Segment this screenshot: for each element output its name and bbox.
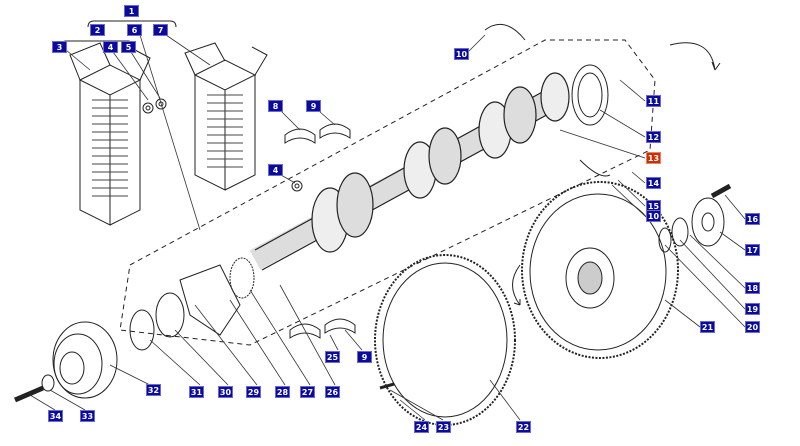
- crankshaft: [249, 72, 570, 271]
- oil-slinger: [179, 264, 241, 336]
- callout-29[interactable]: 29: [246, 386, 261, 398]
- callout-10b[interactable]: 10: [646, 210, 661, 222]
- callout-34[interactable]: 34: [48, 410, 63, 422]
- group-bracket: [87, 20, 177, 28]
- timing-gear: [229, 257, 255, 299]
- thrust-washer: [484, 23, 526, 41]
- front-cover-seal: [155, 292, 185, 338]
- assembly-arrow: [512, 264, 521, 306]
- callout-22[interactable]: 22: [516, 421, 531, 433]
- callout-28[interactable]: 28: [275, 386, 290, 398]
- callout-33[interactable]: 33: [80, 410, 95, 422]
- thrust-half: [579, 159, 611, 177]
- callout-7[interactable]: 7: [153, 24, 168, 36]
- spacer: [129, 309, 155, 351]
- callout-9[interactable]: 9: [306, 100, 321, 112]
- ring-gear-bolt: [379, 382, 395, 390]
- rotation-arrow: [669, 42, 721, 71]
- callout-13[interactable]: 13: [646, 152, 661, 164]
- seal-ring: [571, 64, 609, 126]
- seal-ring-inner: [577, 72, 603, 118]
- callout-1[interactable]: 1: [124, 5, 139, 17]
- flywheel: [521, 181, 679, 359]
- pulley-bolt: [14, 385, 44, 403]
- nuts: [142, 98, 303, 192]
- crankshaft-outline: [119, 39, 656, 346]
- callout-18[interactable]: 18: [745, 282, 760, 294]
- washer: [41, 374, 55, 392]
- callout-12[interactable]: 12: [646, 131, 661, 143]
- callout-6[interactable]: 6: [127, 24, 142, 36]
- callout-25[interactable]: 25: [325, 351, 340, 363]
- callout-4[interactable]: 4: [103, 41, 118, 53]
- callout-19[interactable]: 19: [745, 303, 760, 315]
- bearing-shells: [284, 123, 356, 339]
- callout-24[interactable]: 24: [414, 421, 429, 433]
- callout-27[interactable]: 27: [300, 386, 315, 398]
- callout-10[interactable]: 10: [454, 48, 469, 60]
- callout-30[interactable]: 30: [218, 386, 233, 398]
- flywheel-hub-parts: [658, 183, 732, 253]
- callout-32[interactable]: 32: [146, 384, 161, 396]
- callout-17[interactable]: 17: [745, 244, 760, 256]
- callout-4b[interactable]: 4: [268, 164, 283, 176]
- callout-9b[interactable]: 9: [357, 351, 372, 363]
- callout-11[interactable]: 11: [646, 95, 661, 107]
- callout-16[interactable]: 16: [745, 213, 760, 225]
- callout-23[interactable]: 23: [436, 421, 451, 433]
- leader-lines: [29, 34, 746, 421]
- callout-8[interactable]: 8: [268, 100, 283, 112]
- callout-14[interactable]: 14: [646, 177, 661, 189]
- pulley: [52, 321, 118, 399]
- bearing-box-left: [69, 42, 151, 226]
- ring-gear-inner: [382, 262, 508, 418]
- callout-26[interactable]: 26: [325, 386, 340, 398]
- callout-5[interactable]: 5: [121, 41, 136, 53]
- callout-31[interactable]: 31: [189, 386, 204, 398]
- ring-gear: [374, 254, 516, 426]
- callout-20[interactable]: 20: [745, 321, 760, 333]
- callout-21[interactable]: 21: [700, 321, 715, 333]
- bearing-box-right: [184, 42, 268, 191]
- callout-3[interactable]: 3: [52, 41, 67, 53]
- callout-2[interactable]: 2: [90, 24, 105, 36]
